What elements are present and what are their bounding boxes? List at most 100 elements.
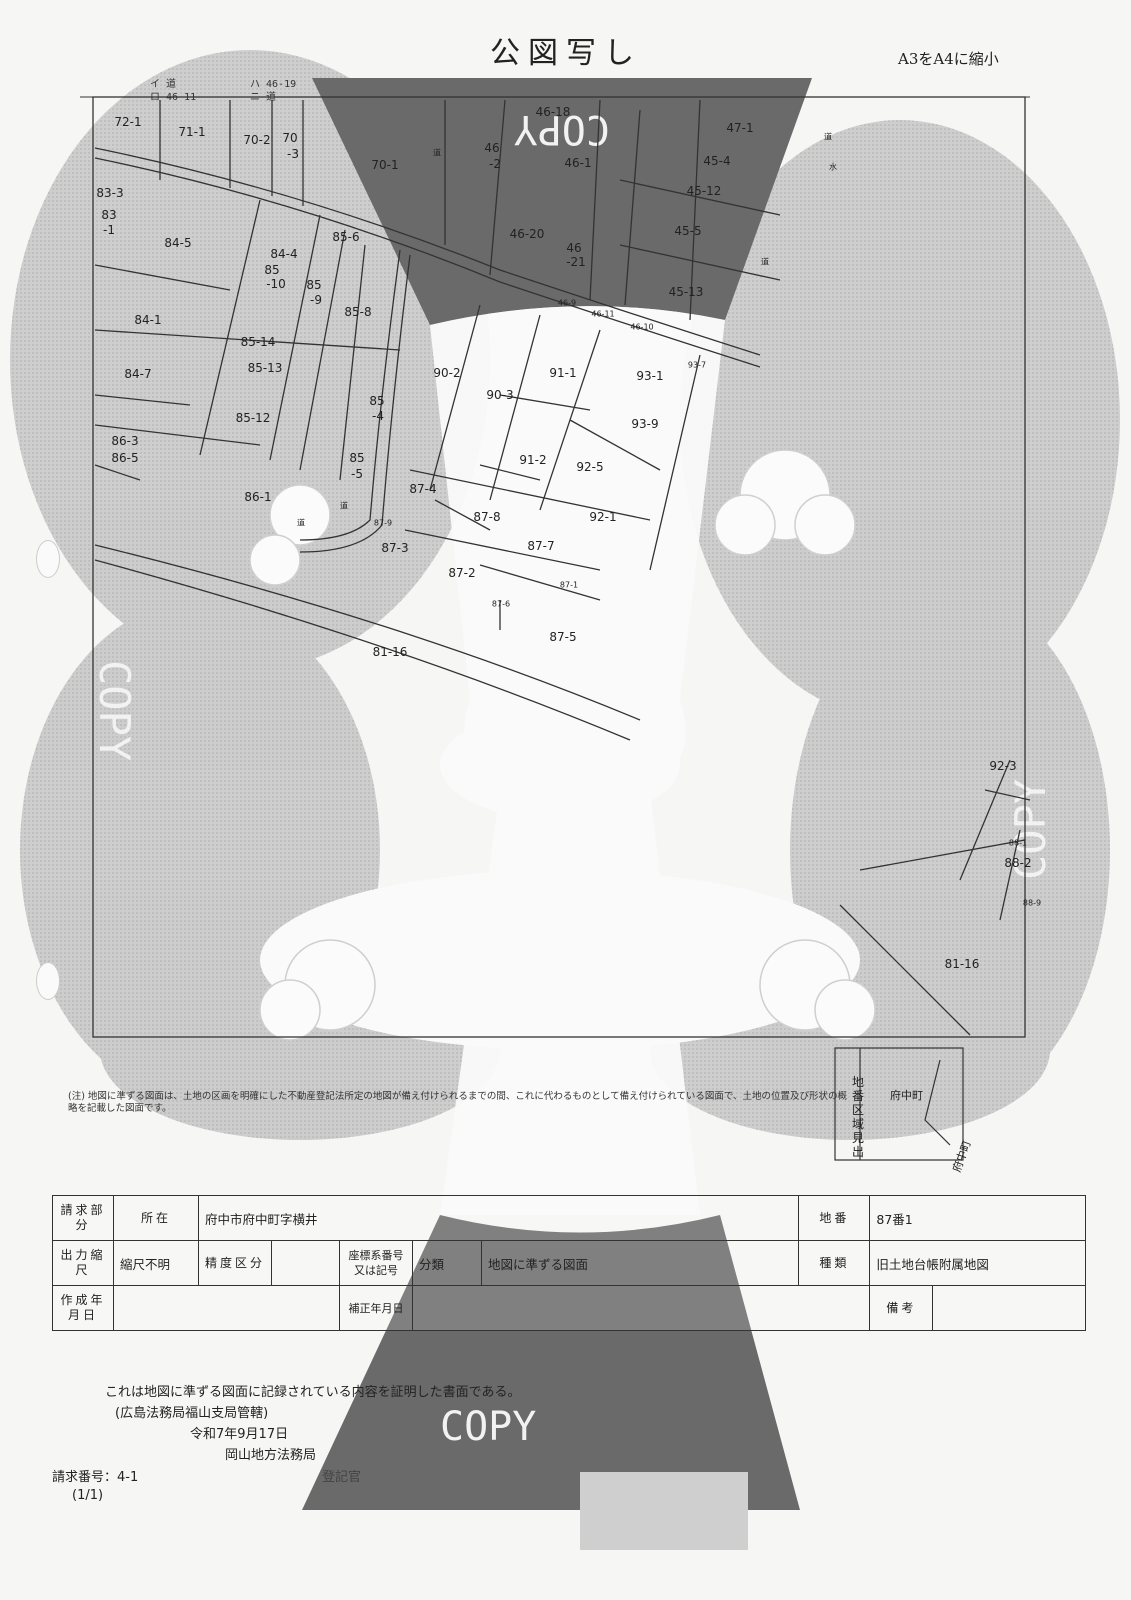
binder-hole-top [36,540,60,578]
remarks-empty [932,1285,1086,1331]
parcel-label: 85-12 [235,411,271,425]
parcel-label: 83 [101,208,117,222]
parcel-label: 85 [369,394,385,408]
parcel-label: 46-1 [564,156,592,170]
label-output-scale: 出力縮尺 [52,1240,114,1286]
parcel-label: 87-1 [559,580,579,590]
document-title: 公図写し [490,36,642,71]
parcel-label: 道 [761,257,769,267]
legend-ro: ロ 46-11 [150,92,197,103]
watermark-copy-bottom: COPY [440,1404,536,1450]
parcel-label: 85 [349,451,365,465]
redacted-seal [580,1472,748,1550]
parcel-label: 83-3 [96,186,124,200]
parcel-label: 46-10 [630,322,654,332]
parcel-label: -3 [287,147,299,161]
parcel-label: 46-20 [509,227,545,241]
parcel-label: 道 [297,518,305,528]
precision-value-empty [271,1240,340,1286]
watermark-copy-left: COPY [90,660,139,761]
jurisdiction: (広島法務局福山支局管轄) [115,1406,269,1421]
parcel-label: 85-6 [332,230,360,244]
parcel-label: 道 [824,132,832,142]
parcel-label: 45-13 [668,285,704,299]
label-request-part: 請求部分 [52,1195,114,1241]
parcel-label: 道 [433,148,441,158]
table-row: 請求部分 所在 府中市府中町字横井 地番 87番1 [52,1195,1086,1241]
parcel-label: 84-5 [164,236,192,250]
parcel-label: -2 [489,157,501,171]
parcel-label: 72-1 [114,115,142,129]
label-remarks: 備考 [869,1285,934,1331]
table-row: 出力縮尺 縮尺不明 精度区分 座標系番号又は記号 分類 地図に準ずる図面 種類 … [52,1240,1086,1286]
label-correction-date: 補正年月日 [339,1285,413,1331]
parcel-label: 71-1 [178,125,206,139]
creation-date-empty [113,1285,340,1331]
map-note: (注) 地図に準ずる図面は、土地の区画を明確にした不動産登記法所定の地図が備え付… [68,1091,847,1114]
parcel-label: 46-18 [535,105,571,119]
label-precision-class: 精度区分 [198,1240,272,1286]
parcel-label: -1 [103,223,115,237]
parcel-label: 81-16 [372,645,408,659]
registrar-title: 登記官 [322,1470,362,1485]
scale-value: 縮尺不明 [113,1240,199,1286]
parcel-label: 88-2 [1004,856,1032,870]
classification-label: 分類 [412,1240,482,1286]
parcel-label: 87-3 [381,541,409,555]
parcel-label: 93-7 [687,360,707,370]
parcel-label: 84-4 [270,247,298,261]
classification-value: 地図に準ずる図面 [480,1240,800,1286]
binder-hole-bottom [36,962,60,1000]
parcel-label: 87-6 [491,599,511,609]
parcel-label: 86-1 [244,490,272,504]
label-type: 種類 [798,1240,871,1286]
parcel-label: 90-2 [433,366,461,380]
parcel-label: 93-9 [631,417,659,431]
parcel-label: 93-1 [636,369,664,383]
watermark-copy-top: COPY [514,106,610,152]
parcel-label: 87-5 [549,630,577,644]
inset-label-fuchu: 府中町 [890,1089,923,1102]
inset-title: 地番区域見出 [852,1075,865,1159]
legend-ha: ハ 46-19 [250,79,297,90]
correction-date-empty [411,1285,871,1331]
parcel-label: 86-3 [111,434,139,448]
label-lot-number: 地番 [798,1195,871,1241]
lot-number-value: 87番1 [869,1195,1086,1241]
parcel-label: 46 [484,141,500,155]
page-indicator: (1/1) [72,1488,104,1503]
parcel-label: 87-2 [448,566,476,580]
parcel-label: 87-4 [409,482,437,496]
certification-statement: これは地図に準ずる図面に記録されている内容を証明した書面である。 [105,1385,521,1400]
parcel-label: -5 [351,467,363,481]
parcel-label: 85-13 [247,361,283,375]
label-creation-date: 作成年月日 [52,1285,114,1331]
parcel-label: 46-9 [557,298,577,308]
parcel-label: 70 [282,131,298,145]
parcel-label: 91-2 [519,453,547,467]
parcel-label: 92-1 [589,510,617,524]
parcel-label: -21 [566,255,586,269]
center-white [260,306,860,1216]
type-value: 旧土地台帳附属地図 [869,1240,1086,1286]
parcel-label: 45-12 [686,184,722,198]
floral-ornament [249,449,876,1041]
parcel-label: 86-5 [111,451,139,465]
parcel-label: 70-1 [371,158,399,172]
request-number: 請求番号：4-1 [52,1470,139,1485]
label-coordinate-system: 座標系番号又は記号 [339,1240,413,1286]
parcel-label: 87-7 [527,539,555,553]
parcel-label: 92-5 [576,460,604,474]
table-row: 作成年月日 補正年月日 備考 [52,1285,1086,1331]
parcel-label: -4 [372,409,384,423]
label-location: 所在 [113,1195,199,1241]
issue-date: 令和7年9月17日 [190,1427,289,1442]
parcel-label: 85 [306,278,322,292]
parcel-label: 87-9 [373,518,393,528]
parcel-label: 85-14 [240,335,276,349]
parcel-label: 92-3 [989,759,1017,773]
parcel-label: 45-4 [703,154,731,168]
parcel-label: 85 [264,263,280,277]
parcel-label: 84-7 [124,367,152,381]
